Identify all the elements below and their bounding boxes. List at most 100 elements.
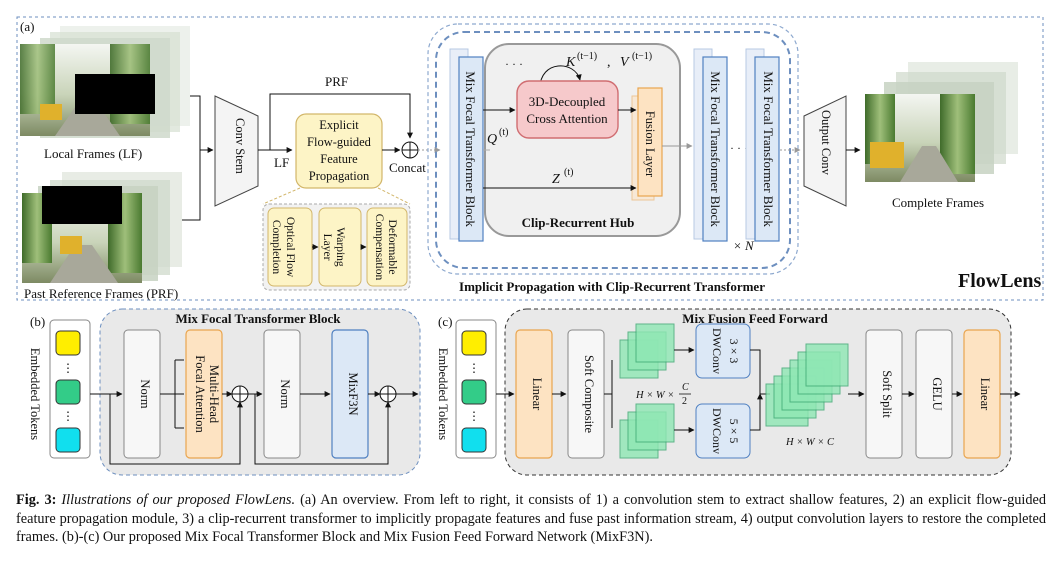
token-cyan [461, 427, 487, 453]
flow-module-line-2: Flow-guided [307, 135, 372, 149]
svg-text:Mix Focal Transformer Block: Mix Focal Transformer Block [708, 71, 723, 227]
transformer-outer [427, 23, 799, 275]
mixf3n-label: MixF3N [346, 372, 360, 415]
token-dots-b1: ⋮ [62, 361, 74, 375]
svg-text:Mix Focal Transformer Block: Mix Focal Transformer Block [463, 71, 478, 227]
soft-split-label: Soft Split [880, 370, 894, 418]
complete-frames-stack [865, 62, 1018, 182]
dim-half-label: H × W × [635, 390, 674, 401]
q-sup: (t) [499, 127, 508, 138]
local-frames-label: Local Frames (LF) [44, 146, 142, 161]
tokens-label-c: Embedded Tokens [436, 348, 450, 440]
warping-layer-block: Warping Layer [318, 207, 362, 287]
flow-propagation-block [295, 113, 383, 189]
dwconv3-label: DWConv [710, 328, 724, 374]
token-yellow [461, 330, 487, 356]
fusion-layer-block [637, 87, 663, 197]
times-n-label: × N [733, 238, 755, 253]
mft-detail-title: Mix Focal Transformer Block [175, 311, 341, 326]
z-label: Z [552, 172, 560, 187]
optical-flow-completion-block: Optical Flow Completion [267, 207, 313, 287]
past-frame-mask [42, 186, 122, 224]
norm1-label: Norm [138, 379, 152, 408]
local-frame-mask [75, 74, 155, 114]
dwconv3-block [695, 323, 751, 379]
q-label: Q [487, 132, 497, 147]
token-yellow [55, 330, 81, 356]
panel-c-label: (c) [438, 314, 452, 329]
svg-text:Warping: Warping [334, 227, 346, 267]
k-label: K [565, 55, 576, 70]
hub-dots: · · · [505, 57, 523, 71]
linear2-label: Linear [978, 378, 992, 411]
mft-block-3: Mix Focal Transformer Block [745, 48, 780, 242]
norm2-label: Norm [278, 379, 292, 408]
conv-stem-block [214, 95, 259, 207]
panel-a-frame [16, 16, 1044, 301]
concat-label: Concat [389, 160, 426, 175]
mft-dots: · · · [730, 141, 748, 155]
caption-title: Illustrations of our proposed FlowLens. [61, 492, 296, 508]
output-conv-block [803, 95, 847, 207]
fusion-layer-label: Fusion Layer [643, 111, 657, 178]
token-green [55, 379, 81, 405]
flow-module-line-3: Feature [320, 152, 358, 166]
lf-label: LF [274, 155, 289, 170]
figure-canvas: (a) Local Frames (LF) Past Reference Fra… [16, 16, 1044, 476]
past-frames-stack [22, 172, 182, 283]
k-sup: (t−1) [577, 51, 597, 62]
flow-module-line-1: Explicit [319, 118, 359, 132]
token-dots-c1: ⋮ [468, 361, 480, 375]
v-sup: (t−1) [632, 51, 652, 62]
dim-half-den: 2 [682, 396, 687, 407]
feature-stack-merged [765, 343, 849, 427]
svg-text:Optical Flow: Optical Flow [284, 217, 296, 278]
soft-composite-label: Soft Composite [582, 355, 596, 434]
dim-half-num: C [682, 382, 689, 393]
caption-fig-label: Fig. 3: [16, 492, 57, 508]
svg-text:Deformable: Deformable [386, 220, 398, 275]
bus-icon [60, 236, 82, 254]
dwconv5-block [695, 403, 751, 459]
svg-text:Layer: Layer [321, 234, 333, 261]
output-conv-label: Output Conv [819, 110, 833, 176]
prf-label: PRF [325, 74, 348, 89]
dwconv5-size: 5 × 5 [727, 419, 741, 444]
figure-caption: Fig. 3: Illustrations of our proposed Fl… [16, 491, 1046, 547]
transformer-title: Implicit Propagation with Clip-Recurrent… [459, 279, 765, 294]
past-frames-label: Past Reference Frames (PRF) [24, 286, 178, 301]
v-label: V [620, 55, 630, 70]
svg-text:Compensation: Compensation [373, 214, 385, 281]
hub-label: Clip-Recurrent Hub [522, 215, 635, 230]
complete-frames-label: Complete Frames [892, 195, 984, 210]
tokens-label-b: Embedded Tokens [28, 348, 42, 440]
attention-line-1: 3D-Decoupled [529, 94, 606, 109]
feature-stack-upper [619, 323, 675, 379]
conv-stem-label: Conv Stem [233, 118, 247, 174]
panel-b-label: (b) [30, 314, 45, 329]
mft-block-1: Mix Focal Transformer Block [449, 48, 484, 242]
flowlens-brand: FlowLens [958, 270, 1042, 292]
dwconv3-size: 3 × 3 [727, 339, 741, 364]
deformable-compensation-block: Deformable Compensation [366, 207, 408, 287]
dim-full-label: H × W × C [785, 437, 835, 448]
linear1-label: Linear [530, 378, 544, 411]
kv-comma: , [607, 55, 611, 70]
panel-a-label: (a) [20, 19, 34, 34]
svg-text:Completion: Completion [270, 220, 282, 275]
token-cyan [55, 427, 81, 453]
token-green [461, 379, 487, 405]
focal-attention-line-2: Focal Attention [193, 355, 207, 433]
dwconv5-label: DWConv [710, 408, 724, 454]
bus-icon [870, 142, 904, 168]
mixf3n-detail-title: Mix Fusion Feed Forward [682, 311, 828, 326]
z-sup: (t) [564, 167, 573, 178]
local-frames-stack [20, 26, 190, 138]
token-dots-b2: ⋮ [62, 409, 74, 423]
flow-module-line-4: Propagation [309, 169, 370, 183]
mft-block-2: Mix Focal Transformer Block [693, 48, 728, 242]
attention-line-2: Cross Attention [526, 111, 608, 126]
token-dots-c2: ⋮ [468, 409, 480, 423]
cross-attention-block [516, 80, 619, 139]
caption-body: (a) An overview. From left to right, it … [16, 492, 1046, 546]
